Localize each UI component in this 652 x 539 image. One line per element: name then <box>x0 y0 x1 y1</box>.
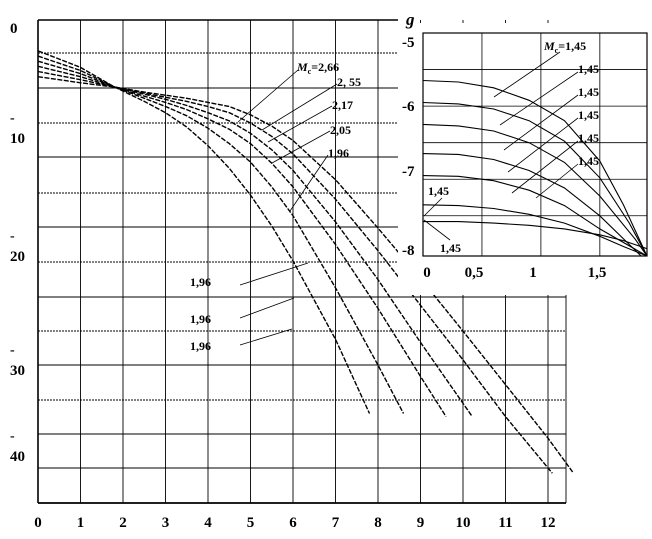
main-curve-1 <box>37 76 575 474</box>
curve-label: 2, 55 <box>337 75 361 89</box>
inset-leader-line <box>535 163 579 199</box>
inset-leader-line <box>493 51 561 98</box>
y-tick-label: 20 <box>10 249 25 265</box>
inset-leader-line <box>423 219 451 241</box>
y-tick-minus-sign: - <box>10 111 15 126</box>
inset-x-tick-label: 0 <box>423 265 431 281</box>
x-tick-label: 4 <box>204 515 212 531</box>
leader-line <box>289 154 329 212</box>
curve-label: 1,96 <box>190 275 211 289</box>
x-tick-label: 3 <box>162 515 170 531</box>
leader-line <box>239 297 295 319</box>
curve-label: Mc=2,66 <box>296 60 339 76</box>
y-tick-minus-sign: - <box>10 343 15 358</box>
main-curve-6 <box>37 50 371 414</box>
inset-chart-tick-labels: 0 0,5 1 1,5 -5 -6 -7 -8 g <box>402 10 606 281</box>
x-tick-label: 7 <box>332 515 340 531</box>
main-curve-3 <box>37 65 473 416</box>
inset-x-tick-label: 1 <box>529 265 537 281</box>
inset-leader-line <box>503 94 579 151</box>
curve-label: 2,05 <box>330 123 351 137</box>
x-tick-label: 12 <box>541 515 556 531</box>
main-curve-5 <box>37 55 405 414</box>
inset-y-axis-label: g <box>405 10 415 29</box>
inset-curve-label: 1,45 <box>578 131 599 145</box>
inset-curve-7 <box>423 221 648 250</box>
leader-line <box>261 83 338 131</box>
inset-curve-1 <box>422 79 648 257</box>
inset-frame <box>422 32 648 257</box>
main-chart-curves <box>37 50 575 474</box>
x-tick-label: 2 <box>119 515 127 531</box>
y-tick-minus-sign: - <box>10 229 15 244</box>
leader-line <box>239 262 309 286</box>
x-tick-label: 8 <box>374 515 382 531</box>
curve-label: 1,96 <box>328 146 349 160</box>
inset-curve-2 <box>422 101 648 257</box>
inset-y-tick-label: -5 <box>402 35 415 51</box>
inset-leader-line <box>511 140 579 194</box>
inset-curve-6 <box>422 204 648 257</box>
inset-curve-label: 1,45 <box>578 154 599 168</box>
x-tick-label: 10 <box>456 515 471 531</box>
x-tick-label: 1 <box>77 515 85 531</box>
inset-curve-label: 1,45 <box>578 85 599 99</box>
inset-chart-curves <box>422 79 648 257</box>
y-tick-label: 30 <box>10 363 25 379</box>
inset-chart-curve-labels: Mc=1,45 1,45 1,45 1,45 1,45 1,45 1,45 1,45 <box>423 39 599 255</box>
curve-label: 2,17 <box>332 98 353 112</box>
inset-curve-label: 1,45 <box>428 184 449 198</box>
inset-x-tick-label: 1,5 <box>588 265 607 281</box>
inset-y-tick-label: -6 <box>402 99 415 115</box>
inset-x-tick-label: 0,5 <box>465 265 484 281</box>
inset-curve-label: 1,45 <box>440 241 461 255</box>
inset-leader-line <box>507 117 579 173</box>
inset-curve-3 <box>422 123 648 257</box>
main-curve-4 <box>37 60 447 417</box>
inset-curve-label: Mc=1,45 <box>543 39 586 55</box>
leader-line <box>239 328 293 346</box>
inset-leader-line <box>499 71 579 126</box>
curve-label: 1,96 <box>190 339 211 353</box>
y-tick-label: 10 <box>10 131 25 147</box>
y-tick-label: 40 <box>10 449 25 465</box>
x-tick-label: 6 <box>289 515 297 531</box>
x-tick-label: 9 <box>417 515 425 531</box>
inset-leader-line <box>423 197 443 217</box>
main-chart-curve-labels: Mc=2,662, 55 2,17 2,05 1,96 1,96 1,96 1,96 <box>190 60 361 353</box>
leader-line <box>267 105 333 143</box>
x-tick-label: 11 <box>498 515 512 531</box>
inset-curve-4 <box>422 153 642 257</box>
inset-curve-label: 1,45 <box>578 62 599 76</box>
leader-line <box>271 130 331 164</box>
leader-line <box>237 69 299 123</box>
y-tick-minus-sign: - <box>10 429 15 444</box>
x-tick-label: 5 <box>247 515 255 531</box>
inset-y-tick-label: -8 <box>402 243 415 259</box>
inset-curve-label: 1,45 <box>578 108 599 122</box>
inset-y-tick-label: -7 <box>402 164 415 180</box>
curve-label: 1,96 <box>190 312 211 326</box>
x-tick-label: 0 <box>34 515 42 531</box>
inset-chart-grid <box>422 32 648 257</box>
inset-chart: 0 0,5 1 1,5 -5 -6 -7 -8 g Mc=1,45 1,45 1,45 1,45 1,4… <box>398 10 652 295</box>
inset-curve-5 <box>422 175 648 257</box>
y-tick-label: 0 <box>10 21 18 37</box>
